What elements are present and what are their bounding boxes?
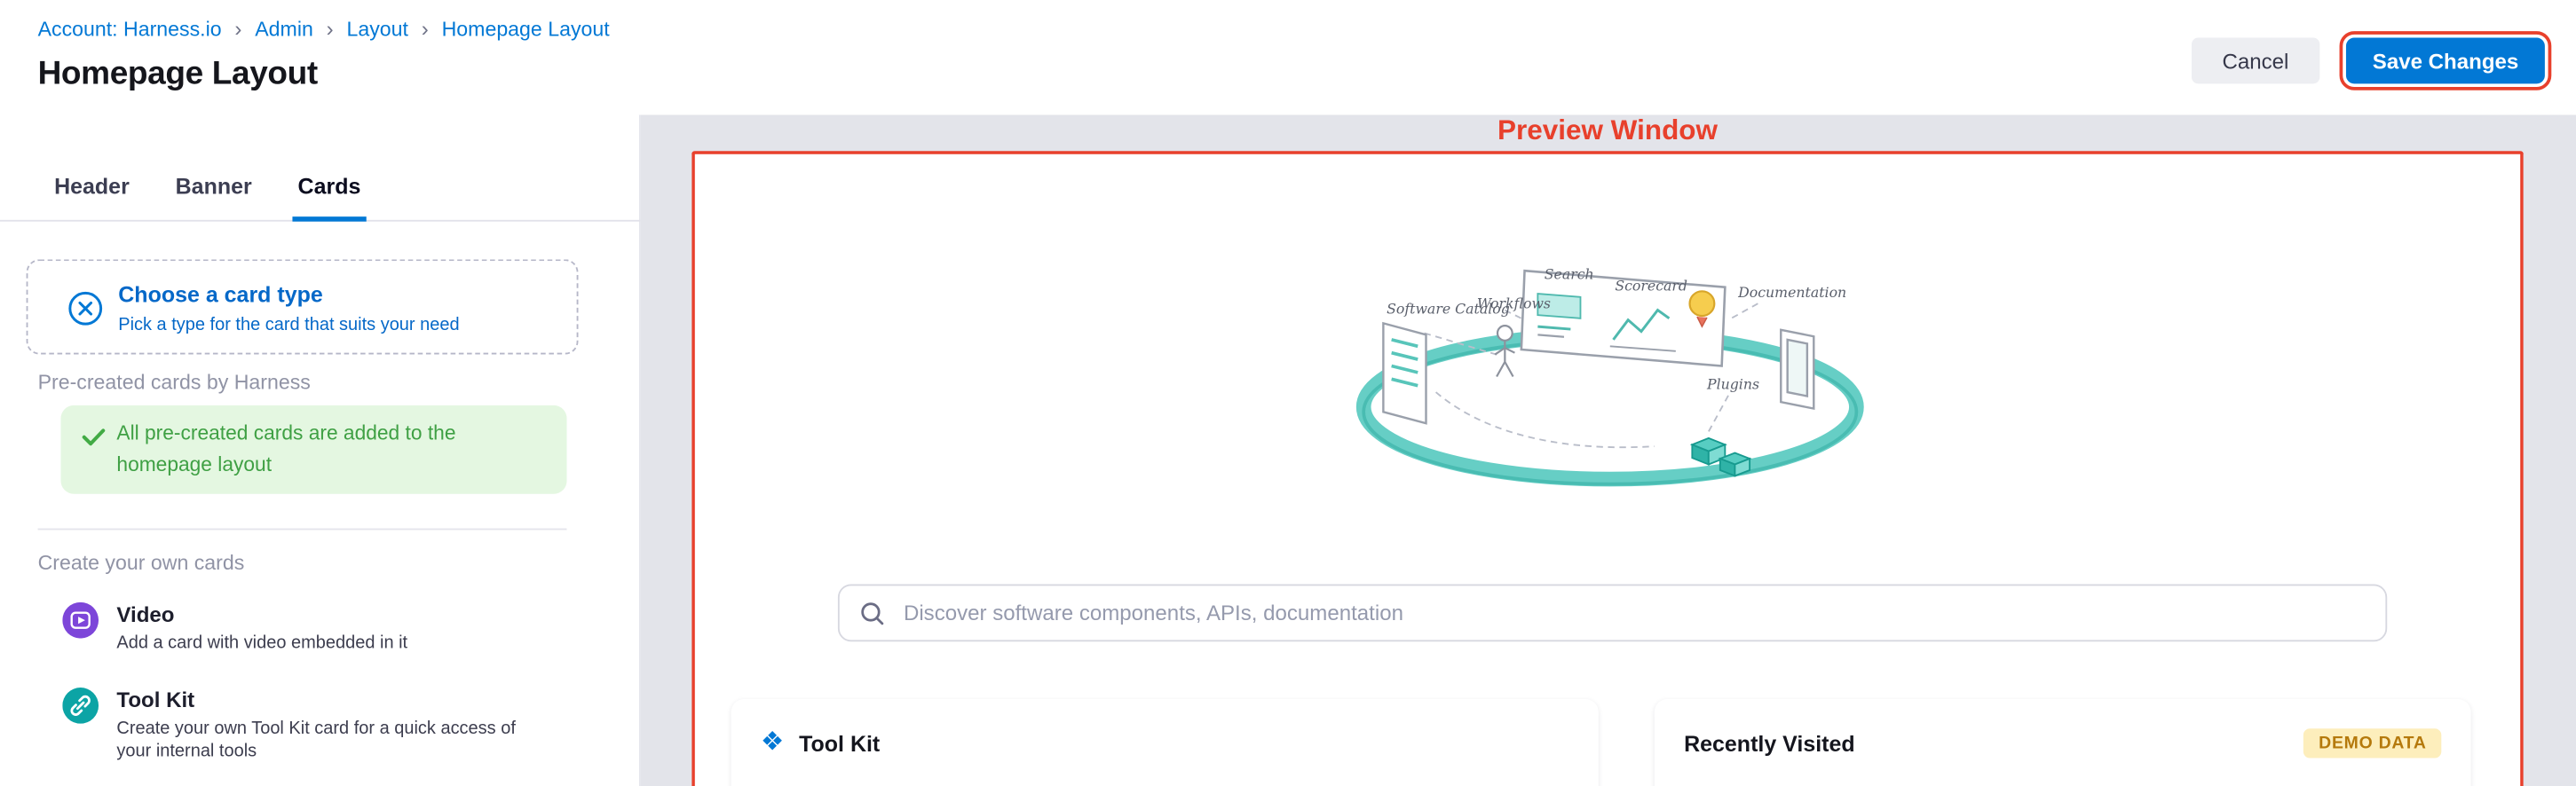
tab-cards[interactable]: Cards [292,174,367,221]
create-cards-heading: Create your own cards [37,551,245,575]
breadcrumb: Account: Harness.io Admin Layout Homepag… [38,16,610,41]
homepage-hero-illustration: Software Catalog Workflows Search Scorec… [1334,238,1901,516]
save-button-annotation: Save Changes [2339,31,2552,90]
check-icon [79,421,108,451]
illustration-label-scorecard: Scorecard [1615,279,1688,295]
page-title: Homepage Layout [37,55,319,92]
discover-search-bar [837,584,2388,642]
header-actions: Cancel Save Changes [2191,31,2552,90]
video-play-icon [62,601,99,639]
link-icon [62,688,99,724]
card-option-toolkit[interactable]: Tool Kit Create your own Tool Kit card f… [62,688,552,763]
demo-data-badge: DEMO DATA [2303,728,2442,758]
illustration-label-documentation: Documentation [1738,285,1847,303]
preview-pane: Preview Window [640,114,2576,786]
isometric-illustration-svg [1355,269,1864,487]
card-option-video-desc: Add a card with video embedded in it [116,633,408,654]
card-option-toolkit-title: Tool Kit [116,688,195,712]
preview-window-annotation: Preview Window [1497,114,1718,146]
breadcrumb-admin[interactable]: Admin [222,16,313,41]
precreated-success-message: All pre-created cards are added to the h… [60,405,567,494]
tab-header[interactable]: Header [54,174,130,199]
top-bar: Account: Harness.io Admin Layout Homepag… [0,0,2576,115]
card-settings-sidebar: Header Banner Cards Choose a card type P… [0,114,641,786]
breadcrumb-account[interactable]: Account: Harness.io [37,17,222,41]
save-changes-button[interactable]: Save Changes [2346,37,2545,84]
illustration-label-software-catalog: Software Catalog [1387,302,1510,318]
choose-card-type-title: Choose a card type [118,282,323,307]
content-area: Header Banner Cards Choose a card type P… [0,114,2576,786]
preview-window: Software Catalog Workflows Search Scorec… [691,151,2524,786]
card-option-video-title: Video [116,601,175,627]
tab-banner[interactable]: Banner [175,174,252,199]
precreated-success-text: All pre-created cards are added to the h… [116,421,456,476]
card-option-video[interactable]: Video Add a card with video embedded in … [62,601,552,655]
toolkit-diamond-icon: ❖ [760,728,785,757]
choose-card-type-subtitle: Pick a type for the card that suits your… [118,315,460,335]
recently-visited-card-header: Recently Visited DEMO DATA [1655,699,2471,786]
toolkit-card-title: Tool Kit [799,731,881,756]
illustration-label-workflows: Workflows [1476,296,1552,314]
illustration-label-plugins: Plugins [1706,377,1760,394]
precreated-cards-heading: Pre-created cards by Harness [37,371,311,394]
card-option-video-text: Video Add a card with video embedded in … [116,602,551,655]
preview-card-recently-visited: Recently Visited DEMO DATA [1654,698,2471,786]
card-option-toolkit-desc: Create your own Tool Kit card for a quic… [116,719,516,762]
search-icon [859,600,886,626]
breadcrumb-layout[interactable]: Layout [313,16,407,41]
toolkit-card-header: ❖ Tool Kit [731,699,1599,786]
search-input[interactable] [900,599,2367,627]
close-icon[interactable] [67,290,104,326]
choose-card-type-panel: Choose a card type Pick a type for the c… [26,259,579,355]
sidebar-tabs: Header Banner Cards [0,114,641,222]
preview-card-toolkit: ❖ Tool Kit [731,698,1599,786]
sidebar-divider [37,528,567,531]
recently-visited-card-title: Recently Visited [1684,731,1855,756]
illustration-label-search: Search [1544,267,1594,284]
cancel-button[interactable]: Cancel [2191,37,2320,84]
breadcrumb-homepage-layout[interactable]: Homepage Layout [408,16,610,41]
card-option-toolkit-text: Tool Kit Create your own Tool Kit card f… [116,688,551,763]
